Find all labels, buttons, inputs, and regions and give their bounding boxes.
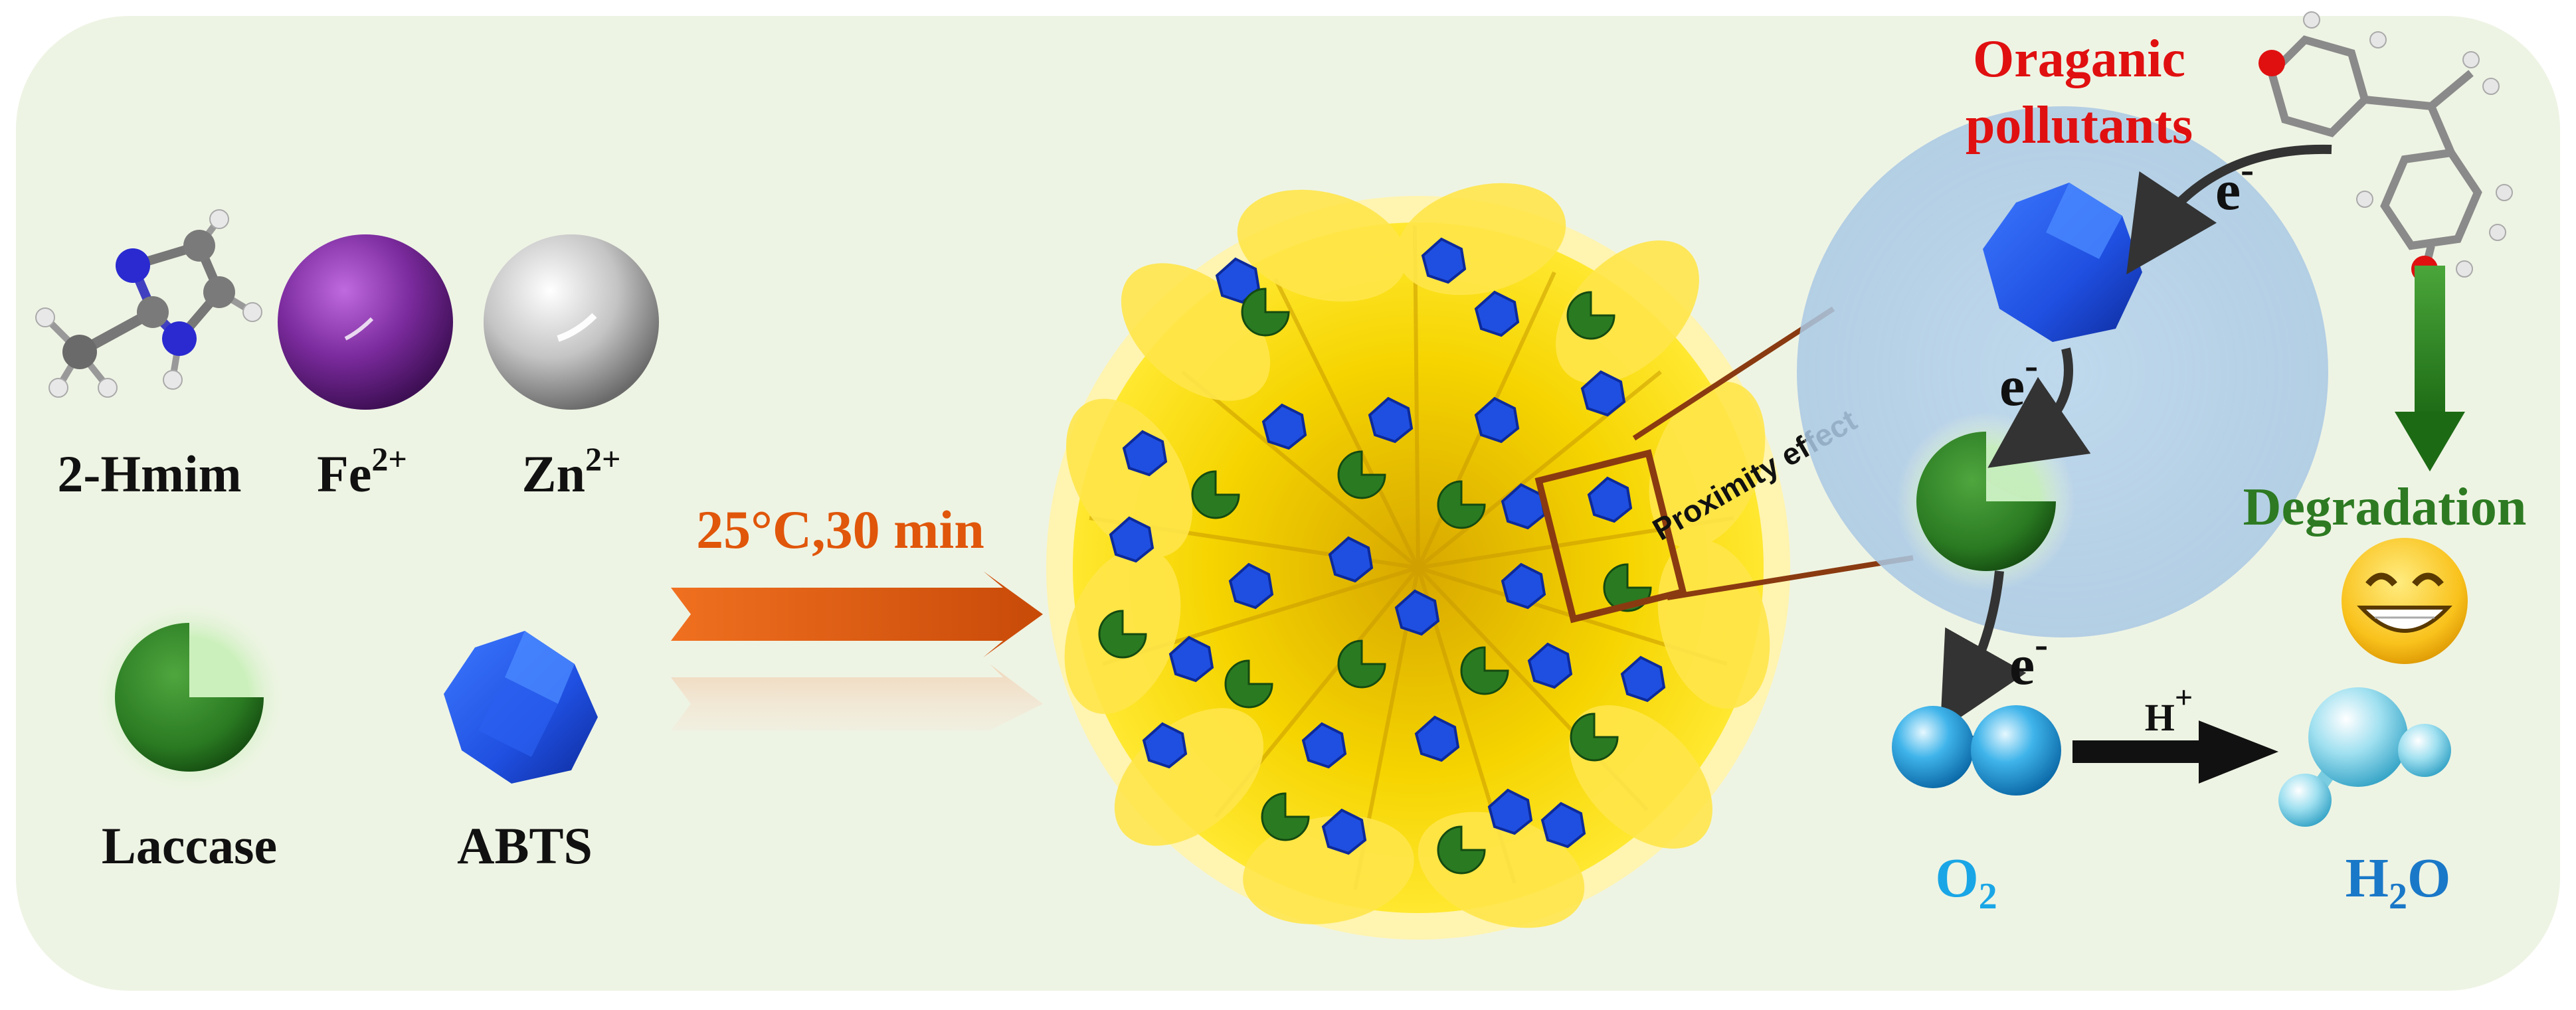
o2-label: O2 bbox=[1935, 847, 1997, 917]
fe-label: Fe2+ bbox=[317, 440, 407, 503]
reaction-arrow-reflection bbox=[671, 664, 1043, 730]
hmim-molecule-icon bbox=[35, 209, 262, 398]
proton-arrow-head bbox=[2199, 720, 2278, 784]
h2o-molecule-icon bbox=[2278, 687, 2451, 827]
degradation-arrow-shaft bbox=[2415, 266, 2445, 418]
electron-label-3: e- bbox=[2009, 622, 2048, 697]
electron-label-1: e- bbox=[2215, 147, 2254, 222]
electron-arrow-pollutant bbox=[2126, 144, 2332, 275]
fe-ion-sphere bbox=[278, 234, 453, 410]
electron-arrow-laccase bbox=[1940, 570, 2027, 732]
degradation-label: Degradation bbox=[2243, 478, 2527, 537]
abts-label: ABTS bbox=[457, 817, 593, 875]
zn-ion-sphere bbox=[484, 234, 659, 410]
laccase-in-circle-icon bbox=[1896, 412, 2076, 591]
electron-arrow-abts bbox=[1987, 347, 2091, 468]
laccase-label: Laccase bbox=[102, 817, 277, 875]
pollutants-label-line1: Oraganic bbox=[1973, 30, 2185, 88]
electron-label-2: e- bbox=[1999, 343, 2038, 418]
h2o-label: H2O bbox=[2346, 847, 2451, 917]
reaction-condition: 25°C,30 min bbox=[696, 499, 984, 560]
laccase-icon bbox=[90, 598, 289, 797]
proton-label: H+ bbox=[2145, 680, 2193, 739]
hmim-label: 2-Hmim bbox=[57, 445, 241, 503]
degradation-arrow-head bbox=[2395, 412, 2465, 471]
reaction-arrow bbox=[671, 571, 1043, 657]
o2-molecule-icon bbox=[1892, 705, 2061, 796]
happy-face-icon bbox=[2342, 538, 2468, 664]
pollutants-label-line2: pollutants bbox=[1966, 96, 2193, 155]
proton-arrow-shaft bbox=[2072, 740, 2205, 763]
abts-in-circle-icon bbox=[1983, 183, 2142, 342]
proximity-box bbox=[1534, 449, 1687, 624]
nanoflower bbox=[1046, 183, 1790, 940]
abts-icon bbox=[444, 631, 598, 784]
zn-label: Zn2+ bbox=[522, 440, 621, 503]
